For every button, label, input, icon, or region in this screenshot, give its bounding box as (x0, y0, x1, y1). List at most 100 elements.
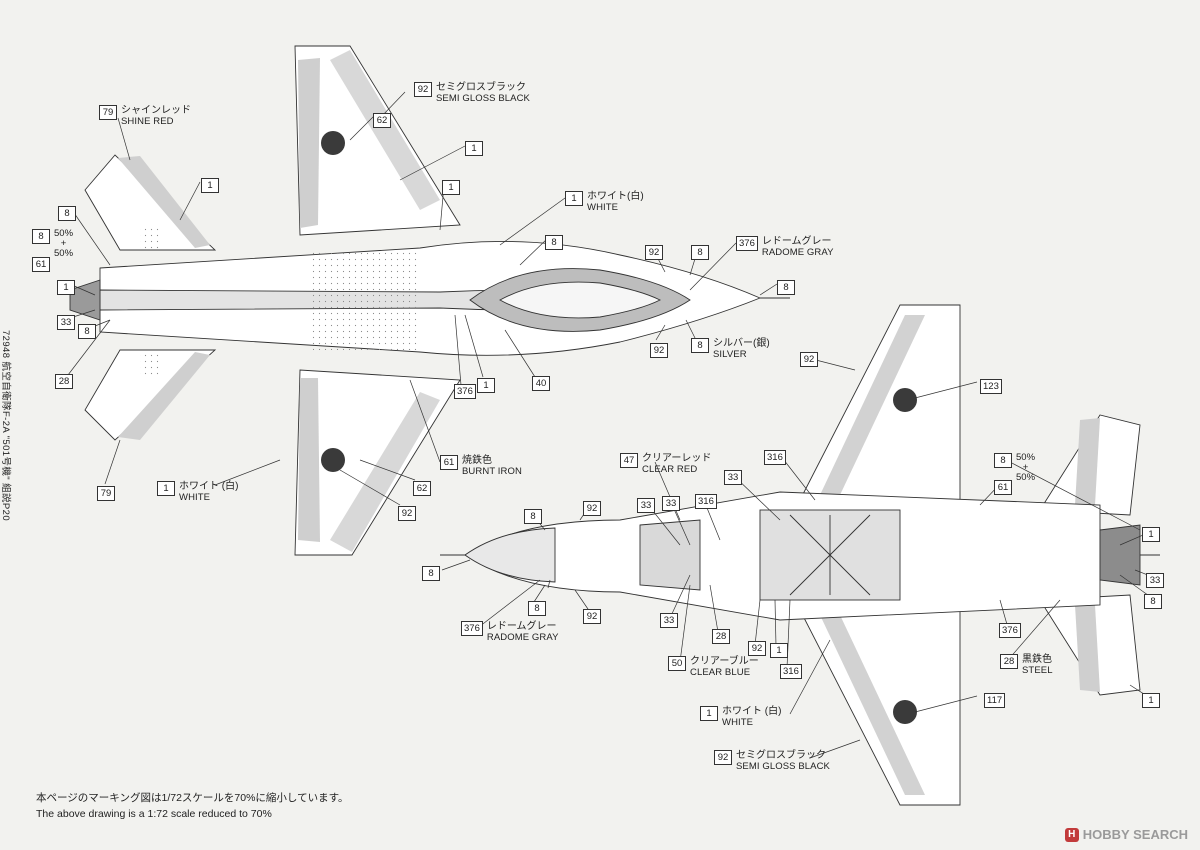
paint-number: 117 (984, 693, 1006, 708)
paint-number: 61 (994, 480, 1012, 495)
paint-number: 376 (736, 236, 758, 251)
callout-33: 33 (637, 495, 655, 513)
leader-line (359, 459, 416, 481)
paint-number: 50 (668, 656, 686, 671)
callout-33: 33 (660, 610, 678, 628)
leader-line (179, 181, 201, 221)
leader-line (685, 319, 697, 341)
paint-number: 33 (57, 315, 75, 330)
bottom-upper-wing-band (820, 315, 925, 495)
paint-number: 33 (662, 496, 680, 511)
callout-316: 316 (780, 661, 802, 679)
leader-line (914, 695, 978, 713)
leader-line (349, 114, 376, 141)
paint-number: 61 (440, 455, 458, 470)
paint-number: 8 (524, 509, 542, 524)
leader-line (499, 197, 566, 246)
callout-92: 92 (645, 242, 663, 260)
paint-number: 92 (583, 609, 601, 624)
leader-line (214, 459, 281, 486)
callout-8: 8 (777, 277, 795, 295)
leader-line (474, 579, 541, 631)
paint-name-ja: 焼鉄色 (462, 455, 492, 466)
leader-line (71, 284, 96, 296)
leader-line (547, 579, 551, 589)
leader-line (914, 381, 978, 399)
paint-number: 376 (999, 623, 1021, 638)
bottom-exhaust (1099, 524, 1141, 586)
paint-number: 1 (477, 378, 495, 393)
paint-number: 92 (583, 501, 601, 516)
callout-1: 1 (57, 277, 75, 295)
leader-line (399, 145, 466, 181)
paint-name-ja: クリアーブルー (690, 656, 759, 667)
callout-33: 33 (1146, 570, 1164, 588)
paint-name-ja: レドームグレー (761, 236, 832, 247)
leader-line (441, 559, 471, 571)
top-exhaust (69, 279, 101, 321)
callout-33: 33 (662, 493, 680, 511)
leader-line (1007, 460, 1141, 531)
kit-code-vertical: 72948 航空自衛隊F-2A "501号機" 組説P20 (0, 330, 11, 521)
leader-line (409, 379, 441, 463)
callout-123: 123 (980, 376, 1002, 394)
callout-62: 62 (413, 478, 431, 496)
leader-line (104, 439, 121, 485)
paint-name-ja: 黒鉄色 (1022, 654, 1052, 665)
paint-number: 8 (528, 601, 546, 616)
bottom-nose (464, 527, 556, 583)
scale-note-ja: 本ページのマーキング図は1/72スケールを70%に縮小しています。 (36, 792, 349, 804)
mix-ratio: 50%+50% (54, 229, 73, 259)
top-lower-stab-red (118, 352, 210, 440)
paint-name-en: SEMI GLOSS BLACK (436, 92, 530, 104)
leader-line (669, 574, 691, 619)
leader-line (709, 584, 719, 633)
mix-plus: + (60, 237, 67, 249)
leader-line (504, 329, 536, 378)
leader-line (339, 469, 401, 506)
paint-number: 316 (764, 450, 786, 465)
callout-1: 1 (1142, 524, 1160, 542)
paint-name-en: CLEAR RED (642, 463, 698, 475)
paint-name-ja: ホワイト (白) (722, 706, 782, 717)
paint-name-ja: クリアーレッド (642, 453, 712, 464)
callout-92: 92 (800, 349, 818, 367)
callout-61: 61 (994, 477, 1012, 495)
bottom-lower-wing-band (820, 615, 925, 795)
leader-line (689, 242, 737, 291)
callout-33: 33 (57, 312, 75, 330)
paint-number: 1 (57, 280, 75, 295)
scale-note-en: The above drawing is a 1:72 scale reduce… (36, 808, 272, 820)
mix-plus: + (1022, 461, 1029, 473)
paint-number: 33 (1146, 573, 1164, 588)
top-lower-wing-lex-band (330, 392, 440, 552)
paint-number: 376 (454, 384, 476, 399)
bottom-intake (639, 519, 701, 591)
paint-number: 28 (712, 629, 730, 644)
paint-number: 61 (32, 257, 50, 272)
paint-number: 8 (777, 280, 795, 295)
callout-117: 117 (984, 690, 1006, 708)
top-upper-wing-gray-band (298, 58, 320, 228)
callout-92: 92 (583, 498, 601, 516)
callout-40: 40 (532, 373, 550, 391)
top-stab-dots-upper (140, 225, 162, 249)
paint-number: 92 (748, 641, 766, 656)
paint-number: 8 (422, 566, 440, 581)
paint-name-ja: セミグロスブラック (436, 82, 526, 93)
paint-number: 123 (980, 379, 1002, 394)
paint-number: 92 (800, 352, 818, 367)
paint-name-ja: ホワイト(白) (587, 191, 644, 202)
callout-1-white: 1 ホワイト (白)WHITE (157, 481, 238, 503)
paint-number: 28 (1000, 654, 1018, 669)
paint-number: 8 (78, 324, 96, 339)
callout-8: 8 (1144, 591, 1162, 609)
callout-92: 92 (398, 503, 416, 521)
callout-1-white: 1 ホワイト(白)WHITE (565, 191, 644, 213)
top-upper-stab-red (118, 156, 210, 248)
leader-line (71, 209, 111, 266)
paint-number: 92 (714, 750, 732, 765)
